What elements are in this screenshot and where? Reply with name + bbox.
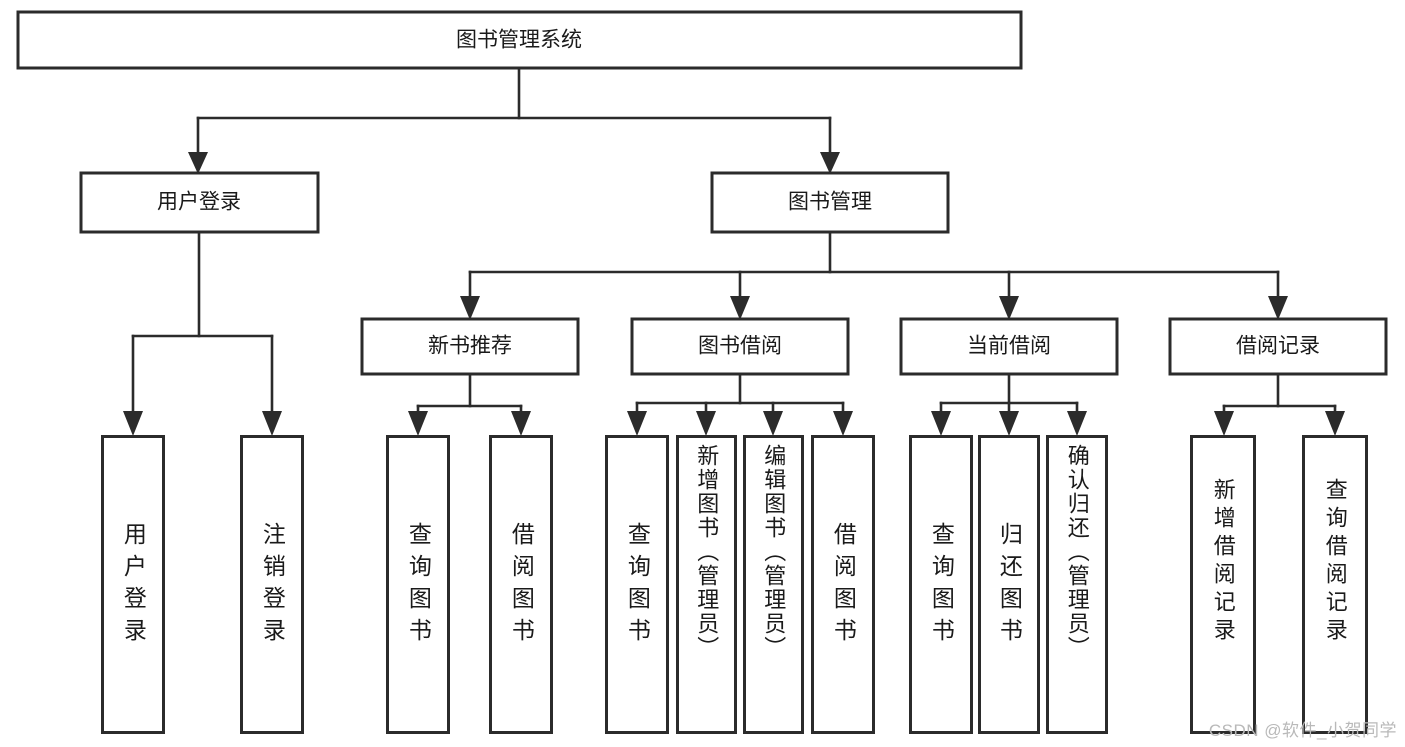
node-leaf-query-record-label: 查询借阅记录	[1322, 478, 1348, 646]
node-leaf-user-login[interactable]: 用户登录	[101, 435, 165, 734]
node-leaf-borrow-book-1-label: 借阅图书	[508, 522, 535, 650]
node-leaf-query-book-1[interactable]: 查询图书	[386, 435, 450, 734]
arrow-head-new-book-recommend	[460, 296, 480, 320]
node-leaf-logout-login[interactable]: 注销登录	[240, 435, 304, 734]
node-root-label: 图书管理系统	[456, 29, 582, 52]
node-leaf-query-book-1-label: 查询图书	[405, 522, 432, 650]
arrow-head-book-manage	[820, 152, 840, 174]
arrow-head-leaf-logout-login	[262, 411, 282, 436]
node-user-login-label: 用户登录	[157, 191, 241, 214]
node-root[interactable]: 图书管理系统	[16, 10, 1023, 70]
arrow-head-book-borrow	[730, 296, 750, 320]
arrow-head-current-borrow	[999, 296, 1019, 320]
node-book-borrow-label: 图书借阅	[698, 335, 782, 358]
node-new-book-recommend[interactable]: 新书推荐	[360, 317, 580, 376]
node-book-manage-box[interactable]	[710, 171, 950, 234]
arrow-head-leaf-query-record	[1325, 411, 1345, 436]
node-leaf-borrow-book-1[interactable]: 借阅图书	[489, 435, 553, 734]
node-leaf-add-book-label: 新增图书（管理员）	[694, 444, 720, 660]
node-leaf-query-record[interactable]: 查询借阅记录	[1302, 435, 1368, 734]
node-leaf-query-book-3[interactable]: 查询图书	[909, 435, 973, 734]
node-leaf-borrow-book-2[interactable]: 借阅图书	[811, 435, 875, 734]
arrow-head-leaf-user-login	[123, 411, 143, 436]
node-borrow-record[interactable]: 借阅记录	[1168, 317, 1388, 376]
node-leaf-confirm-return[interactable]: 确认归还（管理员）	[1046, 435, 1108, 734]
arrow-head-leaf-query-book-1	[408, 411, 428, 436]
node-leaf-query-book-3-label: 查询图书	[928, 522, 955, 650]
node-book-borrow-box[interactable]	[630, 317, 850, 376]
node-leaf-edit-book[interactable]: 编辑图书（管理员）	[743, 435, 804, 734]
node-borrow-record-label: 借阅记录	[1236, 335, 1320, 358]
node-leaf-logout-login-label: 注销登录	[259, 522, 286, 650]
node-leaf-edit-book-label: 编辑图书（管理员）	[761, 444, 787, 660]
node-leaf-return-book-label: 归还图书	[996, 522, 1023, 650]
node-leaf-return-book[interactable]: 归还图书	[978, 435, 1040, 734]
arrow-head-leaf-query-book-2	[627, 411, 647, 436]
arrow-head-leaf-return-book	[999, 411, 1019, 436]
node-leaf-borrow-book-2-label: 借阅图书	[830, 522, 857, 650]
node-leaf-add-record[interactable]: 新增借阅记录	[1190, 435, 1256, 734]
connector-group	[123, 66, 1345, 436]
arrow-head-leaf-borrow-book-1	[511, 411, 531, 436]
node-current-borrow-label: 当前借阅	[967, 335, 1051, 358]
node-new-book-recommend-box[interactable]	[360, 317, 580, 376]
node-leaf-user-login-label: 用户登录	[120, 522, 147, 650]
node-user-login-box[interactable]	[79, 171, 320, 234]
node-root-box[interactable]	[16, 10, 1023, 70]
node-new-book-recommend-label: 新书推荐	[428, 335, 512, 358]
arrow-head-leaf-edit-book	[763, 411, 783, 436]
node-leaf-query-book-2[interactable]: 查询图书	[605, 435, 669, 734]
arrow-head-borrow-record	[1268, 296, 1288, 320]
node-current-borrow-box[interactable]	[899, 317, 1119, 376]
node-leaf-confirm-return-label: 确认归还（管理员）	[1064, 444, 1090, 660]
node-leaf-query-book-2-label: 查询图书	[624, 522, 651, 650]
node-leaf-add-book[interactable]: 新增图书（管理员）	[676, 435, 737, 734]
arrow-head-leaf-borrow-book-2	[833, 411, 853, 436]
node-borrow-record-box[interactable]	[1168, 317, 1388, 376]
node-book-manage[interactable]: 图书管理	[710, 171, 950, 234]
node-current-borrow[interactable]: 当前借阅	[899, 317, 1119, 376]
node-book-borrow[interactable]: 图书借阅	[630, 317, 850, 376]
arrow-head-leaf-add-record	[1214, 411, 1234, 436]
arrow-head-leaf-query-book-3	[931, 411, 951, 436]
node-book-manage-label: 图书管理	[788, 191, 872, 214]
arrow-head-leaf-confirm-return	[1067, 411, 1087, 436]
node-leaf-add-record-label: 新增借阅记录	[1210, 478, 1236, 646]
arrow-head-leaf-add-book	[696, 411, 716, 436]
node-user-login[interactable]: 用户登录	[79, 171, 320, 234]
arrow-head-user-login	[188, 152, 208, 174]
